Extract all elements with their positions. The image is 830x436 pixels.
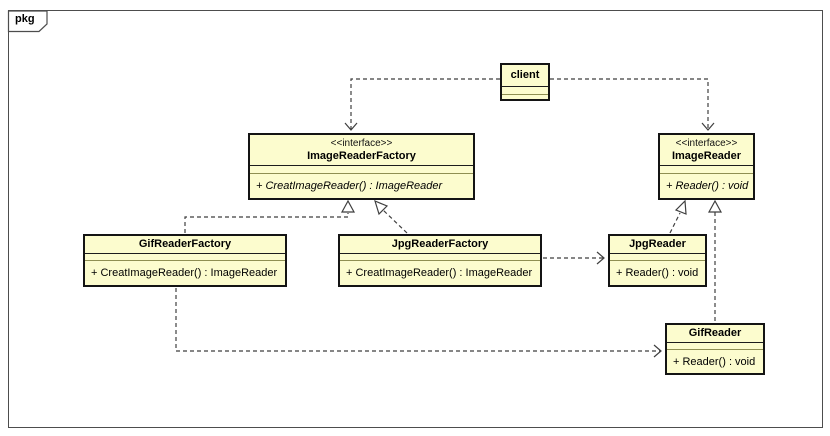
attributes-compartment bbox=[660, 165, 753, 174]
edge-client-to-imagereader[interactable] bbox=[550, 78, 715, 131]
class-node-jpgreaderfactory[interactable]: JpgReaderFactory + CreatImageReader() : … bbox=[338, 234, 542, 287]
edge-client-to-imagereaderfactory[interactable] bbox=[344, 78, 500, 131]
attributes-compartment bbox=[610, 253, 705, 261]
package-frame-label: pkg bbox=[15, 13, 35, 25]
methods-compartment bbox=[502, 95, 548, 99]
class-node-imagereaderfactory[interactable]: <<interface>> ImageReaderFactory + Creat… bbox=[248, 133, 475, 200]
attributes-compartment bbox=[340, 253, 540, 261]
class-node-client[interactable]: client bbox=[500, 63, 550, 101]
package-tab bbox=[7, 10, 48, 33]
open-arrowhead-icon bbox=[344, 122, 358, 131]
method-label: + Reader() : void bbox=[673, 355, 756, 368]
open-arrowhead-icon bbox=[701, 122, 715, 131]
hollow-triangle-icon bbox=[674, 199, 687, 215]
attributes-compartment bbox=[502, 86, 548, 95]
hollow-triangle-icon bbox=[707, 199, 723, 213]
method-label: + Reader() : void bbox=[616, 267, 699, 279]
open-arrowhead-icon bbox=[596, 251, 605, 265]
method-label: + CreatImageReader() : ImageReader bbox=[256, 180, 443, 192]
class-name: JpgReaderFactory bbox=[391, 238, 489, 250]
attributes-compartment bbox=[667, 342, 763, 350]
class-name: ImageReader bbox=[671, 149, 742, 162]
class-node-gifreader[interactable]: GifReader + Reader() : void bbox=[665, 323, 765, 375]
class-node-jpgreader[interactable]: JpgReader + Reader() : void bbox=[608, 234, 707, 287]
class-node-gifreaderfactory[interactable]: GifReaderFactory + CreatImageReader() : … bbox=[83, 234, 287, 287]
hollow-triangle-icon bbox=[340, 199, 356, 213]
class-name: client bbox=[510, 69, 540, 81]
open-arrowhead-icon bbox=[653, 344, 662, 358]
edge-jpgreaderfactory-realizes-imagereaderfactory[interactable] bbox=[374, 199, 408, 234]
class-name: JpgReader bbox=[629, 238, 686, 250]
class-name: ImageReaderFactory bbox=[307, 149, 416, 162]
class-name: GifReaderFactory bbox=[138, 238, 232, 250]
edge-gifreaderfactory-realizes-imagereaderfactory[interactable] bbox=[184, 199, 356, 233]
edge-gifreaderfactory-to-gifreader[interactable] bbox=[175, 288, 662, 358]
class-node-imagereader[interactable]: <<interface>> ImageReader + Reader() : v… bbox=[658, 133, 755, 200]
attributes-compartment bbox=[85, 253, 285, 261]
class-name: GifReader bbox=[688, 327, 742, 339]
method-label: + CreatImageReader() : ImageReader bbox=[346, 267, 533, 279]
edge-jpgreader-realizes-imagereader[interactable] bbox=[669, 199, 687, 234]
method-label: + CreatImageReader() : ImageReader bbox=[91, 267, 278, 279]
class-stereotype: <<interface>> bbox=[675, 137, 738, 149]
edge-gifreader-realizes-imagereader[interactable] bbox=[707, 199, 723, 322]
class-stereotype: <<interface>> bbox=[330, 137, 393, 149]
edge-jpgreaderfactory-to-jpgreader[interactable] bbox=[543, 251, 605, 265]
method-label: + Reader() : void bbox=[666, 180, 749, 192]
hollow-triangle-icon bbox=[374, 199, 389, 216]
attributes-compartment bbox=[250, 165, 473, 174]
